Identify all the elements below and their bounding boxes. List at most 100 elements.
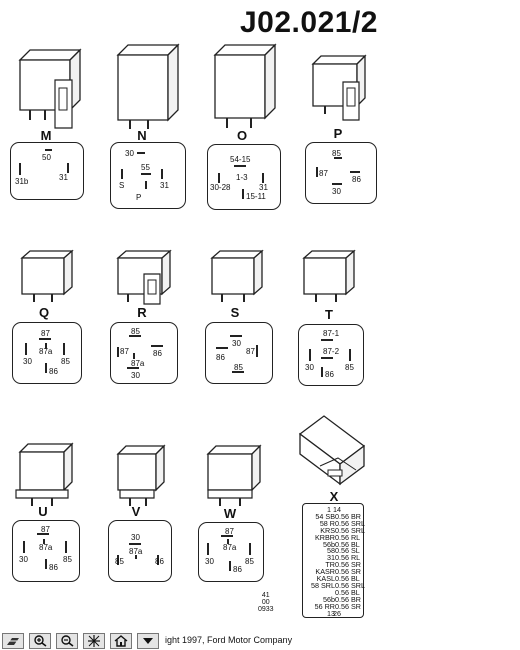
pin-label: 30 [131, 371, 140, 380]
pin-label: 55 [141, 163, 150, 172]
relay-r: R 85 87 86 87a 30 [108, 248, 188, 398]
relay-u-letter: U [38, 504, 48, 519]
relay-n-drawing [116, 43, 180, 129]
pin-label: 31b [15, 177, 29, 186]
pin-label: 86 [49, 367, 58, 376]
module-x-row-num: 1 [327, 505, 331, 514]
print-icon [7, 638, 19, 645]
module-x-row-name: 58 SRL [311, 580, 335, 590]
relay-s: S 30 87 86 85 [200, 248, 280, 398]
pan-icon [88, 635, 100, 647]
pin-label: 85 [63, 555, 72, 564]
pin-label: 87 [120, 347, 129, 356]
module-x-row-code: 0.56 SL [335, 546, 360, 556]
relay-q-letter: Q [38, 305, 50, 320]
pin-label: 85 [245, 557, 254, 566]
pan-button[interactable] [83, 633, 105, 649]
relay-w-letter: W [223, 506, 237, 521]
relay-p: P 85 87 86 30 [305, 48, 385, 218]
pin-label: 1-3 [236, 173, 248, 182]
pin-label: 87-2 [323, 347, 340, 356]
relay-r-pin-diagram: 85 87 86 87a 30 [110, 322, 178, 384]
module-x-row-code: 0.56 BL [335, 539, 360, 549]
pin-label: P [136, 193, 142, 202]
relay-p-pin-diagram: 85 87 86 30 [305, 142, 377, 204]
pin-label: 86 [352, 175, 361, 184]
relay-t-letter: T [325, 307, 333, 322]
reference-code: 41 00 0933 [258, 592, 274, 613]
pin-label: 31 [160, 181, 169, 190]
module-x-row-code: 0.56 SRL [335, 580, 365, 590]
reference-code-line: 00 [261, 599, 270, 606]
module-x-row-name: 56b [323, 539, 335, 549]
relay-u-drawing [15, 442, 74, 506]
relay-w-drawing [206, 444, 262, 506]
pin-label: 31 [259, 183, 268, 192]
relay-r-letter: R [137, 305, 147, 320]
pin-label: 30 [19, 555, 28, 564]
zoom-out-button[interactable] [56, 633, 78, 649]
module-x-row-code: 0.56 BR [335, 511, 361, 521]
relay-u-pin-diagram: 87 87a 30 85 86 [12, 520, 80, 582]
pin-label: 31 [59, 173, 68, 182]
module-x-row-name: 56 RR [314, 601, 335, 611]
module-x-row-code: 0.56 SR [335, 567, 361, 577]
module-x-row-name: 56b [323, 594, 335, 604]
relay-o-letter: O [236, 128, 248, 143]
relay-p-letter: P [333, 126, 343, 141]
module-x-row-code: 14 [333, 505, 341, 514]
relay-o-drawing [213, 43, 277, 128]
module-x-row-name: KASR [315, 567, 335, 577]
dropdown-arrow-icon [143, 638, 153, 644]
module-x-row-name: 54 SB [315, 511, 335, 521]
module-x-row-num: 13 [327, 608, 335, 618]
relay-s-letter: S [230, 305, 240, 320]
viewer-toolbar: ight 1997, Ford Motor Company [0, 632, 520, 650]
zoom-in-button[interactable] [29, 633, 51, 649]
module-x-row-code: 0.56 RL [335, 553, 361, 563]
module-x-row-code: 0.56 BL [335, 587, 360, 597]
relay-p-drawing [311, 54, 367, 121]
pin-label: 50 [42, 153, 51, 162]
pin-label: 30 [125, 149, 134, 158]
pin-label: 30 [305, 363, 314, 372]
relay-u: U 87 87a 30 85 86 [8, 440, 88, 590]
reference-code-line: 41 [261, 592, 270, 599]
relay-q: Q 87 87a 30 85 86 [10, 248, 90, 398]
home-button[interactable] [110, 633, 132, 649]
relay-q-drawing [20, 249, 74, 302]
relay-n-letter: N [137, 128, 147, 143]
module-x-row-name: KRBR [315, 532, 335, 542]
relay-w: W 87 87a 30 85 86 [198, 440, 278, 590]
module-x-row-name: 31 [327, 553, 335, 563]
pin-label: 87a [129, 547, 143, 556]
pin-label: 85 [345, 363, 354, 372]
relay-n: N 30 55 S 31 P [110, 40, 190, 210]
dropdown-button[interactable] [137, 633, 159, 649]
module-x-row-code: 0.56 RL [335, 532, 361, 542]
relay-s-drawing [210, 249, 264, 302]
sheet-title: J02.021/2 [240, 6, 378, 39]
copyright-text: ight 1997, Ford Motor Company [165, 635, 293, 645]
pin-label: 30 [205, 557, 214, 566]
relay-m-drawing [18, 48, 82, 129]
pin-label: 85 [131, 327, 140, 336]
pin-label: 54-15 [230, 155, 251, 164]
relay-m-pin-diagram: 50 31b 31 [10, 142, 84, 200]
pin-label: 30 [131, 533, 140, 542]
print-button[interactable] [2, 633, 24, 649]
pin-label: 30 [23, 357, 32, 366]
pin-label: 86 [155, 557, 164, 566]
pin-label: 85 [332, 149, 341, 158]
